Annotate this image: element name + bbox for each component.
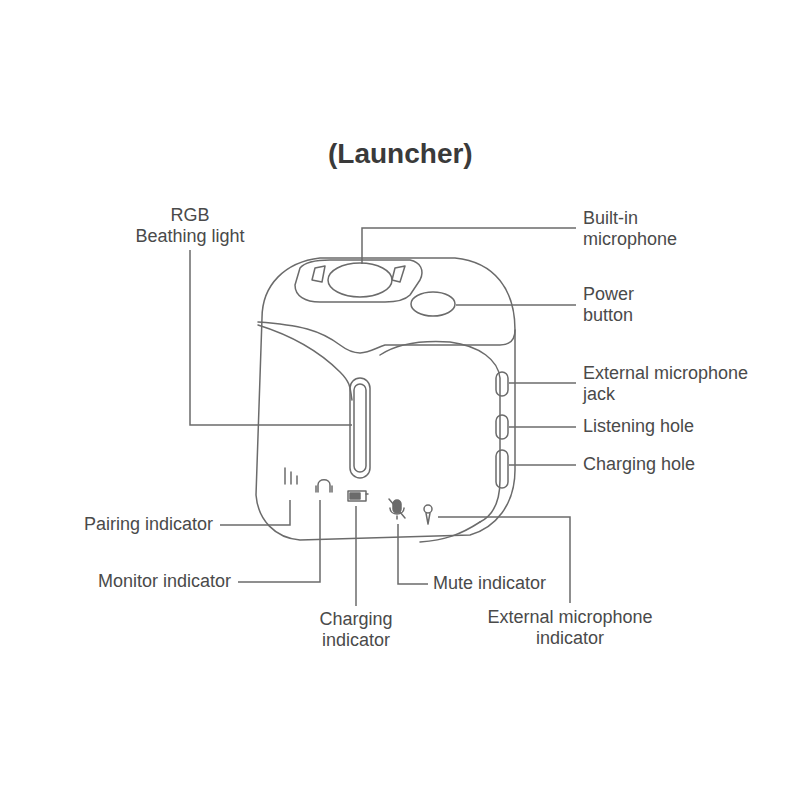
leader-line [509,464,576,466]
leader-line [398,524,428,584]
part-label: Listening hole [583,416,773,437]
part-label: External microphone jack [583,363,773,405]
leader-line [362,228,576,264]
mic-ring-segment [312,266,325,282]
leader-line [190,250,352,425]
leader-line [509,426,576,428]
part-label: Charging hole [583,454,773,475]
part-label: Monitor indicator [31,571,231,592]
part-label: Charging indicator [306,609,406,651]
part-label: Built-in microphone [583,208,703,250]
pairing-icon [285,468,297,484]
leader-line [220,500,290,525]
listening-hole [496,415,508,439]
external-mic-jack [496,372,508,396]
rgb-light-bar [350,378,370,478]
built-in-microphone [328,263,392,297]
front-curve [420,522,480,542]
part-label: Mute indicator [433,573,593,594]
mute-icon [389,499,405,519]
top-face-edge [258,322,515,353]
device-body [256,258,515,540]
top-panel [295,260,422,302]
front-curve [380,342,500,522]
charging-icon [348,491,368,501]
leader-lines [190,228,576,606]
charging-hole [496,450,508,488]
diagram-title: (Launcher) [328,138,473,170]
part-label: External microphone indicator [470,607,670,649]
power-button [411,292,455,316]
leader-line [238,500,320,582]
part-label: Power button [583,284,663,326]
part-label: RGB Beathing light [134,205,246,247]
part-label: Pairing indicator [13,514,213,535]
rgb-light-inner [354,384,366,472]
leader-line [456,304,576,306]
front-curve [258,325,352,400]
leader-line [355,506,357,606]
external-mic-icon [424,505,432,524]
leader-line [509,382,576,384]
mic-ring-segment [392,266,405,282]
monitor-icon [316,480,332,492]
